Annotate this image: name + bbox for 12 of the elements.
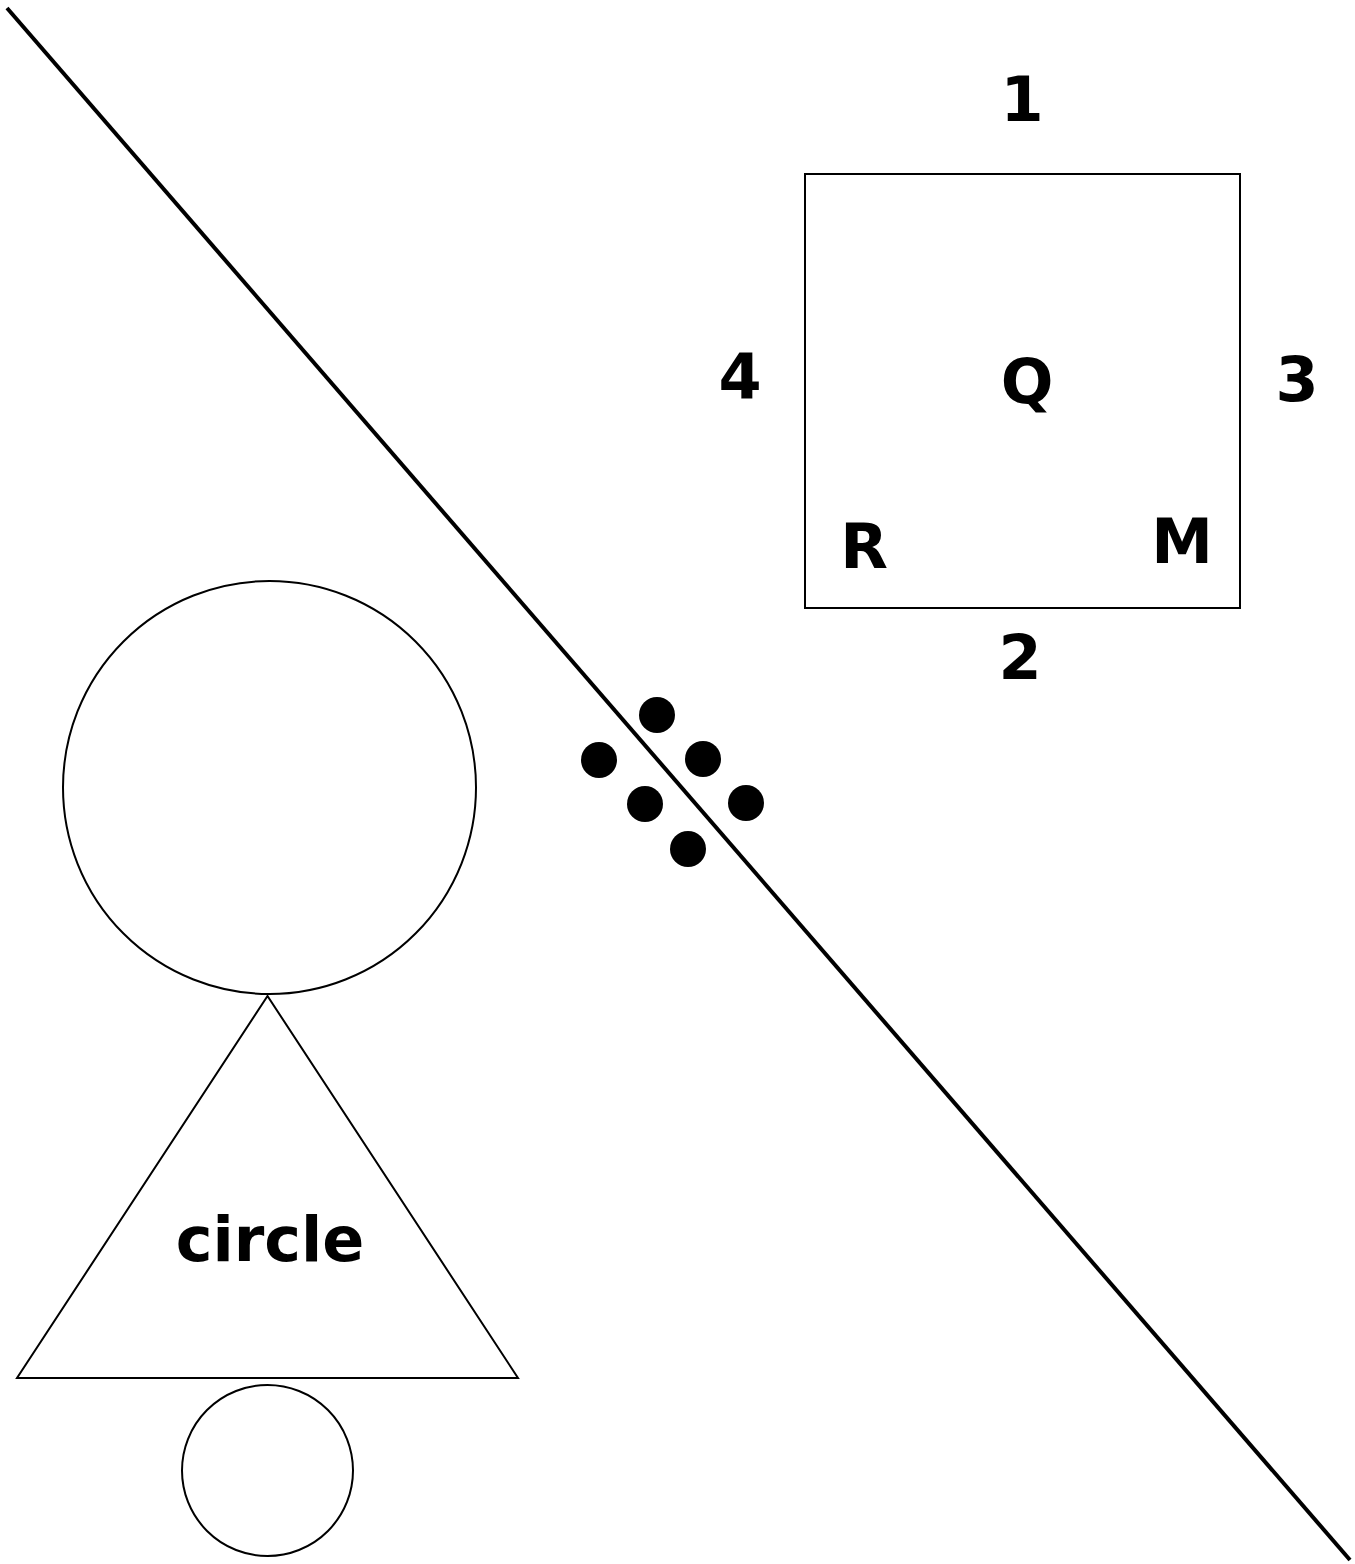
circle-outline [181,1384,354,1557]
box-letter: R [840,516,888,578]
circle-outline [62,580,477,995]
side-number: 3 [1275,349,1319,411]
side-number: 2 [998,627,1042,689]
box-letter: M [1151,511,1213,573]
box-letter: Q [1000,351,1054,413]
triangle-outline [15,995,520,1380]
triangle-label: circle [175,1209,365,1271]
side-number: 1 [1000,69,1044,131]
square-box [804,173,1241,609]
side-number: 4 [718,346,762,408]
